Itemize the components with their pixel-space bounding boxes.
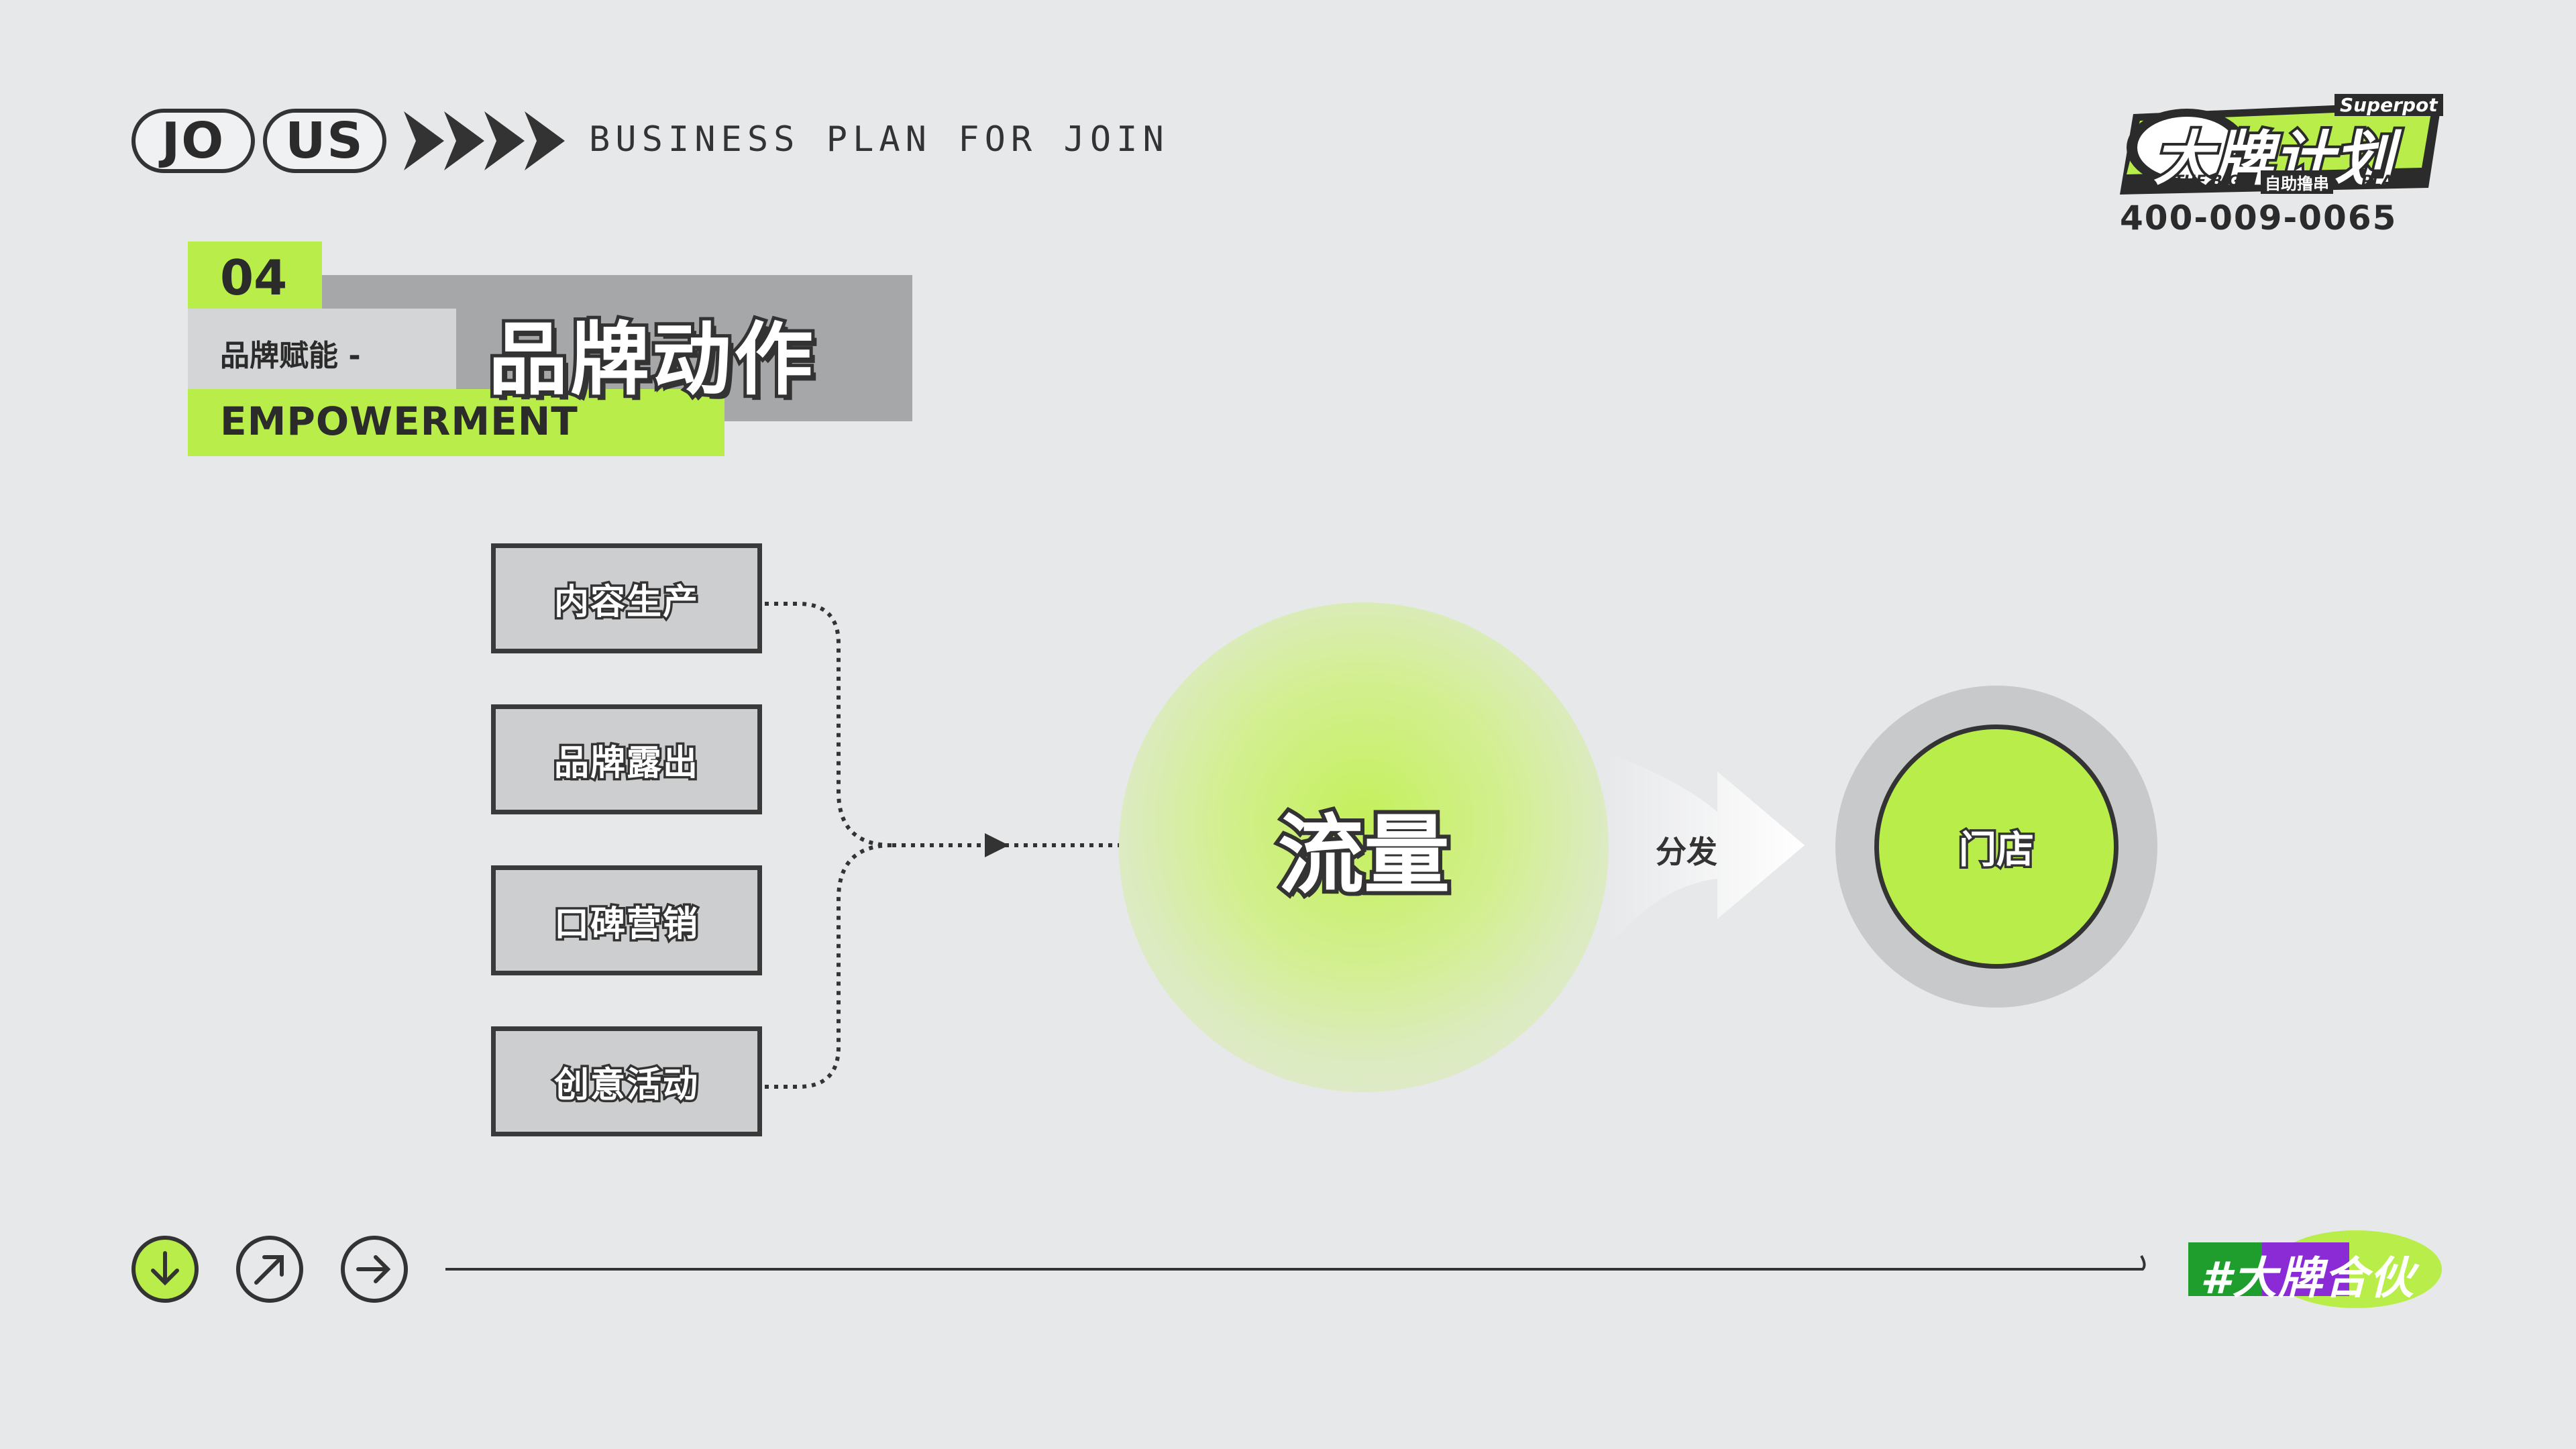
play-arrows-icon bbox=[404, 111, 565, 170]
hashtag-text: #大牌合伙 bbox=[2200, 1252, 2415, 1304]
input-box-word-of-mouth: 口碑营销 bbox=[491, 865, 762, 975]
connector-lines bbox=[765, 602, 1120, 1089]
section-subtitle-cn: 品牌赋能 - bbox=[220, 339, 361, 373]
input-box-exposure: 品牌露出 bbox=[491, 704, 762, 814]
footer-divider bbox=[445, 1255, 2146, 1271]
distribute-label: 分发 bbox=[1656, 834, 1717, 870]
logo-pill-us: US bbox=[263, 109, 386, 173]
arrow-up-right-icon bbox=[254, 1255, 284, 1285]
brand-logo: Superpot 大牌计划 THE BIG 自助撸串 PLAN bbox=[2093, 94, 2443, 201]
store-label: 门店 bbox=[1957, 826, 2037, 874]
input-box-label: 内容生产 bbox=[551, 580, 700, 625]
right-arrow-button[interactable] bbox=[341, 1236, 408, 1303]
hashtag-badge-bg bbox=[2188, 1230, 2442, 1308]
section-title: 品牌动作 bbox=[485, 310, 816, 409]
store-circle: 门店 bbox=[1874, 724, 2118, 969]
input-box-content: 内容生产 bbox=[491, 543, 762, 653]
phone-number: 400-009-0065 bbox=[2120, 199, 2398, 237]
traffic-label: 流量 bbox=[1274, 802, 1454, 910]
store-circle-outer: 门店 bbox=[1835, 686, 2157, 1008]
header-subtitle: BUSINESS PLAN FOR JOIN bbox=[589, 119, 1169, 160]
down-arrow-button[interactable] bbox=[131, 1236, 199, 1303]
brand-logo-sub-mid: 自助撸串 bbox=[2261, 170, 2333, 194]
section-en-bg bbox=[188, 389, 724, 456]
traffic-circle: 流量 bbox=[1119, 602, 1609, 1092]
hashtag-badge: #大牌合伙 bbox=[2188, 1229, 2443, 1309]
brand-logo-sub-left: THE BIG bbox=[2174, 173, 2241, 190]
distribute-arrow-icon bbox=[1603, 751, 1805, 953]
logo-pill-jo: JO bbox=[131, 109, 255, 173]
brand-logo-super: Superpot bbox=[2334, 94, 2443, 116]
input-box-label: 创意活动 bbox=[551, 1063, 700, 1108]
input-box-label: 品牌露出 bbox=[551, 741, 700, 786]
input-box-label: 口碑营销 bbox=[551, 902, 700, 947]
section-subtitle-bg bbox=[188, 309, 456, 389]
arrow-down-icon bbox=[151, 1251, 179, 1286]
brand-logo-sub-right: PLAN bbox=[2361, 173, 2406, 190]
section-number: 04 bbox=[220, 250, 288, 306]
brand-logo-badge-icon bbox=[2120, 101, 2442, 195]
section-number-bg bbox=[188, 241, 322, 309]
input-box-creative-event: 创意活动 bbox=[491, 1026, 762, 1136]
diagonal-arrow-button[interactable] bbox=[236, 1236, 303, 1303]
section-subtitle-en: EMPOWERMENT bbox=[220, 398, 578, 444]
arrow-right-icon bbox=[356, 1255, 391, 1283]
